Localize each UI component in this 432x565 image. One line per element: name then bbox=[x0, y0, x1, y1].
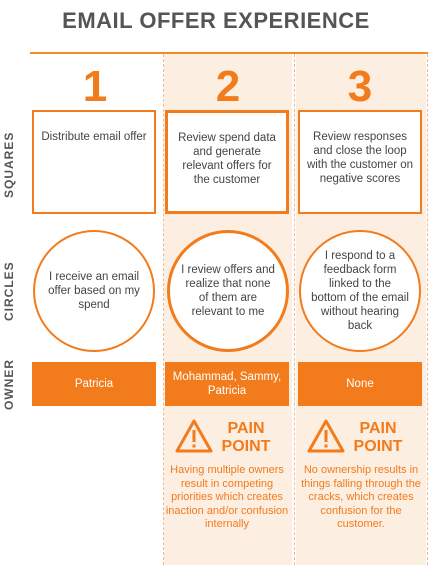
pain-point-text-3: No ownership results in things falling t… bbox=[301, 464, 421, 530]
pain-point-title-line: PAIN bbox=[227, 420, 265, 437]
diagram-title: EMAIL OFFER EXPERIENCE bbox=[62, 8, 370, 33]
column-divider bbox=[294, 54, 295, 565]
row-label-circles: CIRCLES bbox=[2, 261, 16, 321]
row-label-squares: SQUARES bbox=[2, 131, 16, 199]
circle-text: I receive an email offer based on my spe… bbox=[48, 271, 140, 311]
pain-point-title-3: PAIN POINT bbox=[346, 420, 410, 456]
pain-point-title-2: PAIN POINT bbox=[214, 420, 278, 456]
warning-icon bbox=[307, 419, 345, 453]
circle-text: I respond to a feedback form linked to t… bbox=[311, 250, 409, 332]
pain-point-title-line: POINT bbox=[221, 438, 271, 455]
square-step-2: Review spend data and generate relevant … bbox=[165, 110, 289, 214]
column-number-1: 1 bbox=[82, 62, 108, 111]
header-rule bbox=[30, 52, 428, 54]
square-text: Distribute email offer bbox=[41, 131, 147, 143]
owner-step-3: None bbox=[298, 362, 422, 406]
circle-step-3: I respond to a feedback form linked to t… bbox=[299, 230, 421, 352]
column-divider bbox=[163, 54, 164, 565]
column-number-3: 3 bbox=[347, 62, 373, 111]
circle-step-1: I receive an email offer based on my spe… bbox=[33, 230, 155, 352]
pain-point-title-line: PAIN bbox=[359, 420, 397, 437]
square-step-3: Review responses and close the loop with… bbox=[298, 110, 422, 214]
circle-step-2: I review offers and realize that none of… bbox=[167, 230, 289, 352]
column-number-2: 2 bbox=[215, 62, 241, 111]
owner-step-1: Patricia bbox=[32, 362, 156, 406]
row-label-owner: OWNER bbox=[2, 359, 16, 410]
warning-icon bbox=[175, 419, 213, 453]
pain-point-title-line: POINT bbox=[353, 438, 403, 455]
square-text: Review responses and close the loop with… bbox=[306, 131, 414, 185]
column-divider bbox=[427, 54, 428, 565]
square-step-1: Distribute email offer bbox=[32, 110, 156, 214]
circle-text: I review offers and realize that none of… bbox=[181, 264, 275, 318]
owner-step-2: Mohammad, Sammy, Patricia bbox=[165, 362, 289, 406]
pain-point-text-2: Having multiple owners result in competi… bbox=[165, 464, 289, 530]
square-text: Review spend data and generate relevant … bbox=[178, 132, 276, 186]
